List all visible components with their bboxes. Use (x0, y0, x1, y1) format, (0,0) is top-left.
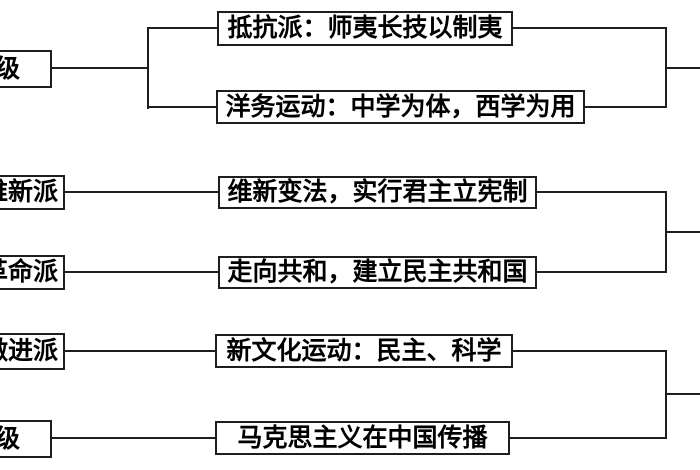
branch-node-4: 走向共和，建立民主共和国 (218, 256, 537, 289)
left-node-4-label: 激进派 (0, 338, 58, 365)
connector-g2-branch3-out (537, 191, 667, 193)
connector-g2-branch3-in (65, 191, 218, 193)
connector-g3-branch5-out (513, 350, 667, 352)
branch-node-5: 新文化运动：民主、科学 (215, 334, 513, 368)
branch-node-3-label: 维新变法，实行君主立宪制 (227, 179, 528, 206)
connector-g1-right-stub (665, 67, 700, 69)
connector-g3-right-stub (665, 393, 700, 395)
connector-g1-branch1-in (147, 27, 217, 29)
connector-g1-left-bracket (147, 27, 149, 109)
connector-g1-left-stem (52, 67, 149, 69)
left-node-1: 级 (0, 50, 52, 88)
left-node-3-label: 革命派 (0, 259, 58, 286)
connector-g3-branch6-out (510, 437, 667, 439)
connector-g2-branch4-out (537, 271, 667, 273)
branch-node-6-label: 马克思主义在中国传播 (237, 424, 488, 452)
connector-g2-right-stub (665, 231, 700, 233)
left-node-5-label: 级 (0, 425, 20, 453)
connector-g3-branch6-in (52, 437, 215, 439)
branch-node-3: 维新变法，实行君主立宪制 (218, 176, 537, 209)
connector-g1-branch2-in (147, 106, 216, 108)
connector-g1-branch1-out (513, 27, 667, 29)
left-node-5: 级 (0, 420, 52, 458)
left-node-4: 激进派 (0, 333, 65, 370)
connector-g3-branch5-in (65, 350, 215, 352)
left-node-3: 革命派 (0, 255, 65, 290)
branch-node-2: 洋务运动：中学为体，西学为用 (216, 90, 585, 124)
branch-node-4-label: 走向共和，建立民主共和国 (227, 259, 528, 286)
left-node-2: 维新派 (0, 175, 65, 210)
branch-node-5-label: 新文化运动：民主、科学 (226, 337, 502, 365)
branch-node-2-label: 洋务运动：中学为体，西学为用 (225, 93, 576, 121)
left-node-1-label: 级 (0, 55, 20, 83)
connector-g1-branch2-out (585, 106, 667, 108)
branch-node-6: 马克思主义在中国传播 (215, 421, 510, 455)
branch-node-1: 抵抗派：师夷长技以制夷 (217, 11, 513, 46)
left-node-2-label: 维新派 (0, 179, 58, 206)
branch-node-1-label: 抵抗派：师夷长技以制夷 (227, 15, 503, 42)
connector-g2-branch4-in (65, 271, 218, 273)
